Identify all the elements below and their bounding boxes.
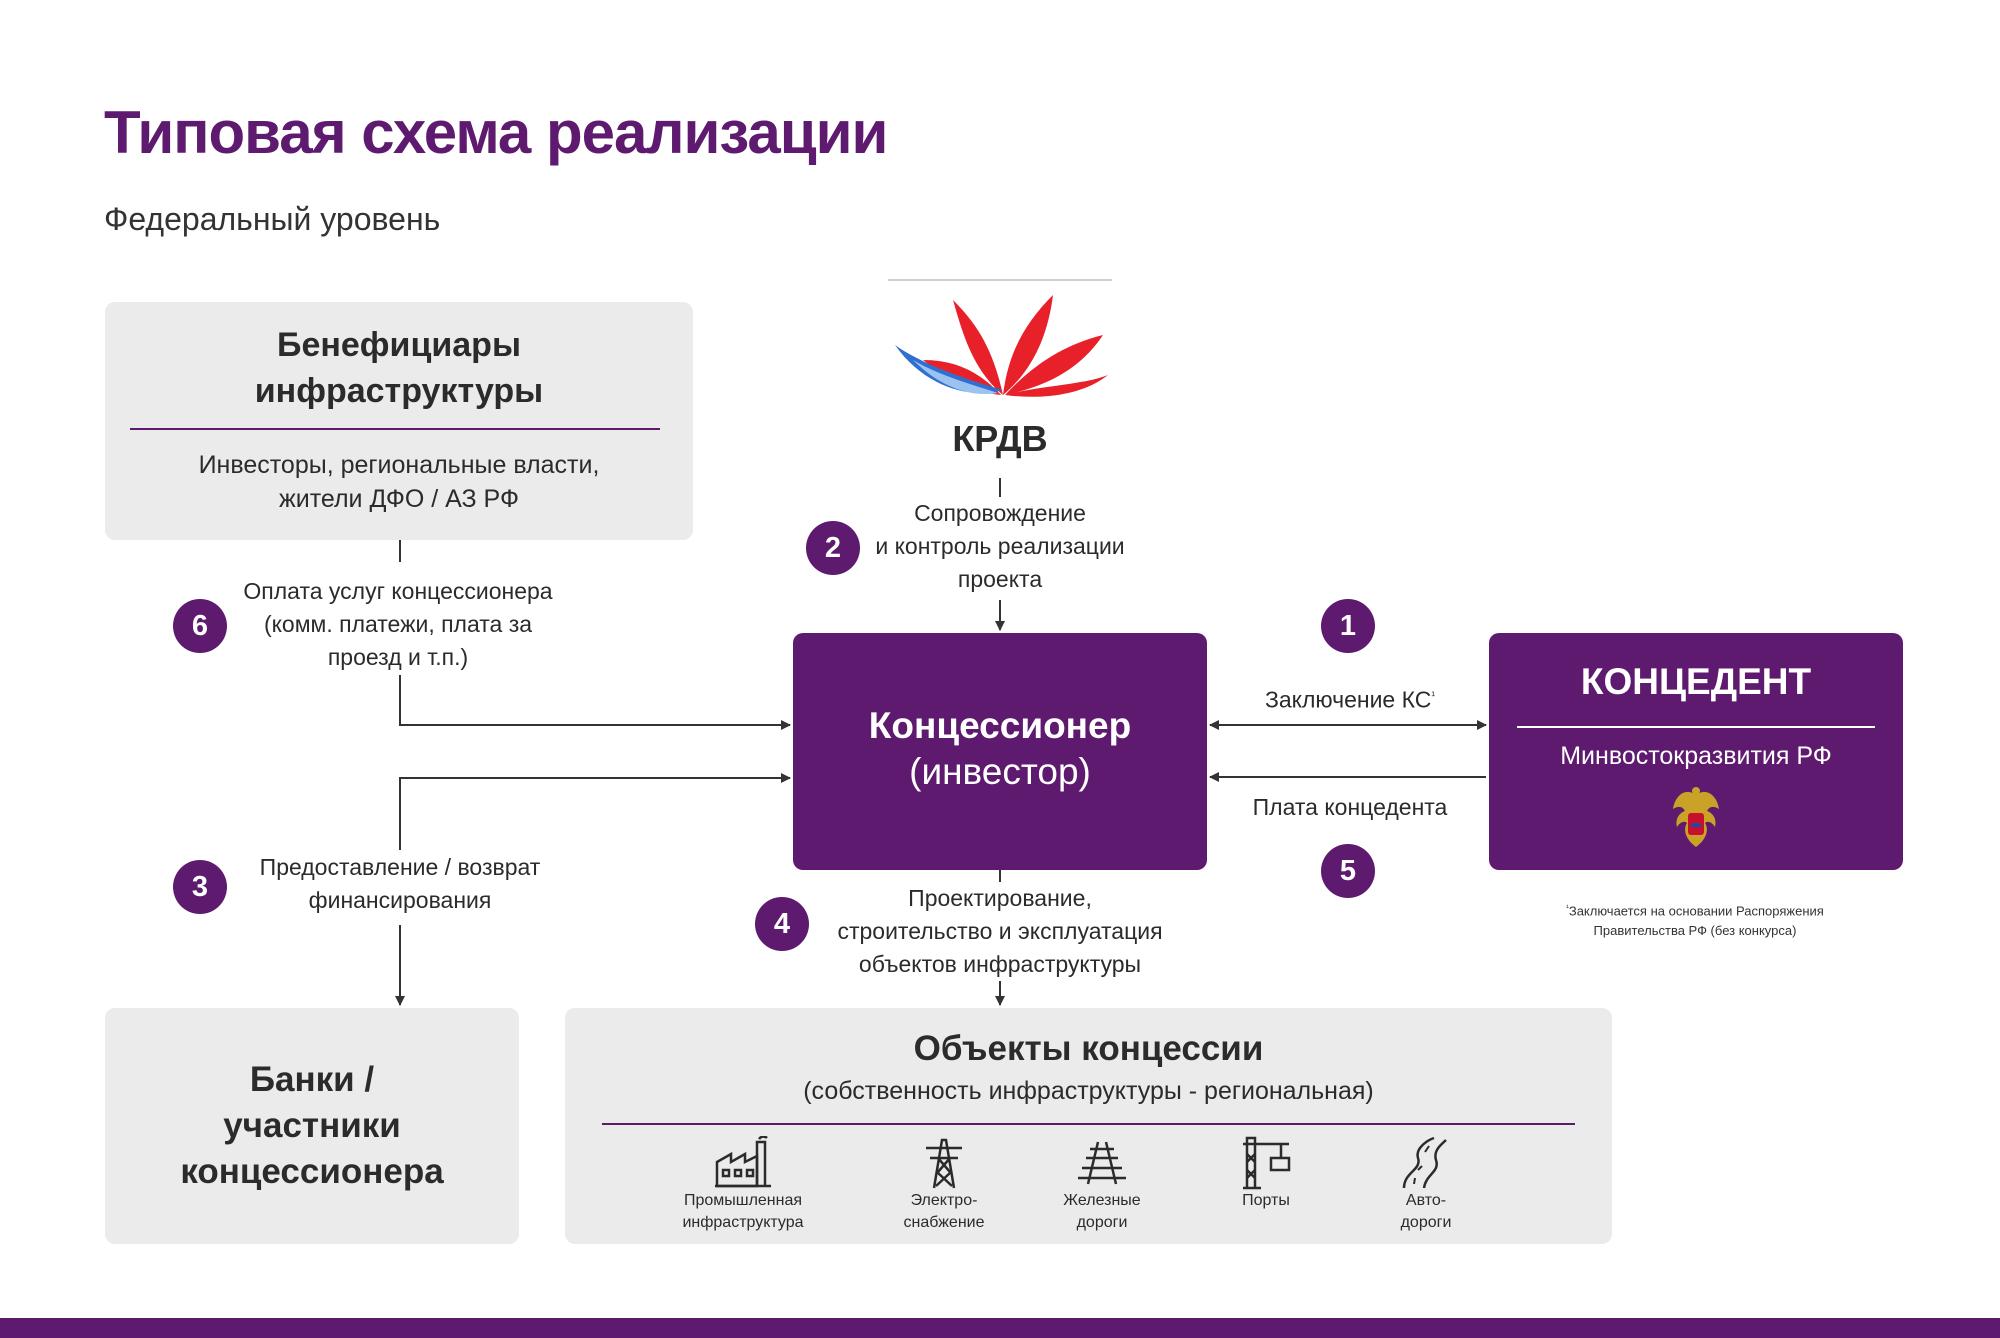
flow-6-line2: (комм. платежи, плата за (263, 611, 533, 637)
flow-1-badge: 1 (1321, 599, 1375, 653)
flow-6-arrow (399, 675, 791, 730)
object-label-roads: Авто- дороги (1346, 1190, 1506, 1234)
road-icon (1400, 1136, 1450, 1190)
flow-4-line3: объектов инфраструктуры (858, 951, 1142, 977)
page-title: Типовая схема реализации (104, 99, 888, 166)
objects-title: Объекты концессии (913, 1029, 1264, 1068)
objects-divider (602, 1123, 1575, 1125)
flow-3-line1: Предоставление / возврат (259, 854, 541, 880)
flow-5-label: Плата концедента (1252, 794, 1448, 820)
object-label-industrial-line1: Промышленная (683, 1192, 803, 1209)
banks-line2: участники (223, 1106, 401, 1145)
beneficiaries-title-line2: инфраструктуры (254, 372, 544, 410)
concedent-title: КОНЦЕДЕНТ (1580, 661, 1812, 702)
banks-text: Банки / участники концессионера (105, 1057, 519, 1195)
flow-3-line2: финансирования (308, 887, 492, 913)
beneficiaries-divider (130, 428, 660, 430)
banks-line3: концессионера (180, 1152, 444, 1191)
bottom-accent-bar (0, 1318, 2000, 1338)
flow-3-line-top (399, 773, 791, 850)
flow-2-line3: проекта (957, 566, 1043, 592)
objects-subtitle: (собственность инфраструктуры - регионал… (803, 1077, 1374, 1105)
flow-5-badge: 5 (1321, 844, 1375, 898)
flow-6-label: Оплата услуг концессионера (комм. платеж… (238, 575, 558, 674)
beneficiaries-text: Инвесторы, региональные власти, жители Д… (105, 448, 693, 516)
flow-1-footnote-marker: ¹ (1431, 690, 1436, 702)
flow-3-label: Предоставление / возврат финансирования (250, 851, 550, 917)
flow-1-label: Заключение КС¹ (1240, 679, 1460, 717)
factory-icon (713, 1135, 773, 1190)
footnote-line1: Заключается на основании Распоряжения (1568, 903, 1824, 919)
flow-2-label: Сопровождение и контроль реализации прое… (860, 497, 1140, 596)
banks-line1: Банки / (249, 1060, 375, 1099)
coat-of-arms-icon (1671, 785, 1721, 857)
beneficiaries-title-line1: Бенефициары (277, 326, 521, 364)
flow-6-badge: 6 (173, 599, 227, 653)
beneficiaries-box: Бенефициары инфраструктуры Инвесторы, ре… (105, 302, 693, 540)
railway-icon (1074, 1140, 1130, 1186)
footnote: ¹Заключается на основании Распоряжения П… (1490, 898, 1900, 941)
page-subtitle: Федеральный уровень (104, 201, 441, 237)
object-label-railway-line2: дороги (1076, 1214, 1128, 1231)
flow-6-line1: Оплата услуг концессионера (243, 578, 553, 604)
object-label-railway-line1: Железные (1063, 1192, 1141, 1209)
beneficiaries-text-line1: Инвесторы, региональные власти, (198, 451, 600, 479)
flow-4-badge: 4 (755, 897, 809, 951)
concedent-subtitle: Минвостокразвития РФ (1560, 742, 1832, 770)
object-label-roads-line1: Авто- (1405, 1192, 1447, 1209)
object-label-power-line2: снабжение (903, 1214, 985, 1231)
flow-2-badge: 2 (806, 521, 860, 575)
object-label-industrial: Промышленная инфраструктура (663, 1190, 823, 1234)
power-tower-icon (922, 1136, 966, 1190)
flow-3-badge: 3 (173, 860, 227, 914)
concessionaire-box: Концессионер (инвестор) (793, 633, 1207, 870)
object-label-railway: Железные дороги (1022, 1190, 1182, 1234)
object-label-industrial-line2: инфраструктура (682, 1214, 804, 1231)
flow-6-line3: проезд и т.п.) (327, 644, 469, 670)
concedent-divider (1517, 726, 1875, 728)
krdv-logo (893, 290, 1113, 400)
object-label-power: Электро- снабжение (864, 1190, 1024, 1234)
object-label-roads-line2: дороги (1400, 1214, 1452, 1231)
footnote-line2: Правительства РФ (без конкурса) (1593, 923, 1797, 939)
concessionaire-subtitle: (инвестор) (909, 751, 1091, 792)
flow-2-line1: Сопровождение (914, 500, 1086, 526)
flow-4-line2: строительство и эксплуатация (837, 918, 1163, 944)
object-label-power-line1: Электро- (910, 1192, 978, 1209)
port-crane-icon (1241, 1134, 1291, 1190)
footnote-marker: ¹ (1566, 903, 1569, 912)
flow-1-text: Заключение КС (1264, 686, 1432, 713)
beneficiaries-title: Бенефициары инфраструктуры (105, 322, 693, 414)
krdv-label: КРДВ (952, 418, 1048, 459)
concedent-box: КОНЦЕДЕНТ Минвостокразвития РФ (1489, 633, 1903, 870)
beneficiaries-text-line2: жители ДФО / АЗ РФ (279, 485, 519, 513)
banks-box: Банки / участники концессионера (105, 1008, 519, 1244)
flow-2-line2: и контроль реализации (875, 533, 1125, 559)
concessionaire-title: Концессионер (868, 705, 1132, 746)
object-label-ports: Порты (1186, 1190, 1346, 1212)
lotus-logo-icon (895, 295, 1108, 397)
flow-4-label: Проектирование, строительство и эксплуат… (820, 882, 1180, 981)
objects-box: Объекты концессии (собственность инфраст… (565, 1008, 1612, 1244)
flow-4-line1: Проектирование, (908, 885, 1092, 911)
object-label-ports-line1: Порты (1242, 1192, 1290, 1209)
